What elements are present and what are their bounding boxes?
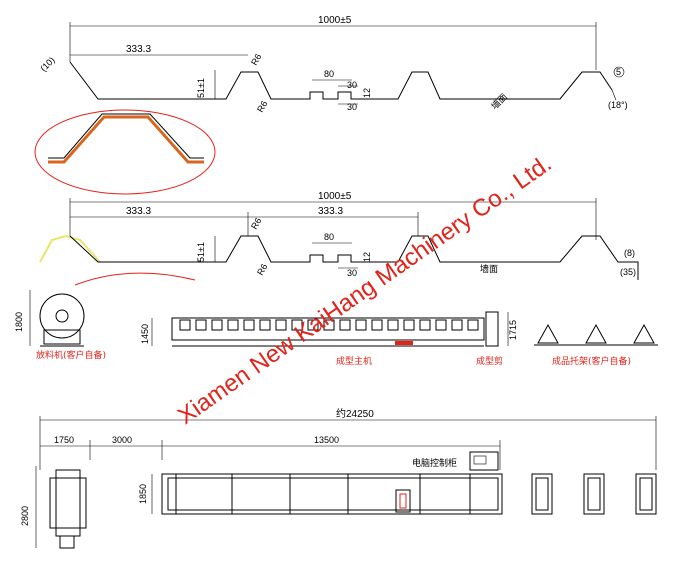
decoiler-height-label: 1800 (14, 312, 24, 332)
profile-bottom: 1000±5 333.3 333.3 51±1 R6 R6 80 12 30 (… (39, 191, 639, 286)
rib-height-label-bottom: 12 (362, 252, 372, 262)
radius-top-label-bottom: R6 (249, 216, 263, 231)
overall-width-label-bottom: 1000±5 (318, 191, 352, 202)
decoiler-reel (39, 293, 85, 339)
decoiler-width-label: 2800 (20, 506, 30, 526)
overall-width-label: 1000±5 (318, 15, 352, 26)
left-edge-label: (10) (38, 55, 56, 73)
segment-1-label: 1750 (54, 435, 74, 445)
profile-top: 1000±5 333.3 51±1 R6 R6 (10) 80 30 12 30… (38, 15, 627, 114)
crest-width-label: 80 (324, 69, 334, 79)
rib-height-label: 12 (362, 88, 372, 98)
cutter-height-label: 1715 (508, 320, 518, 340)
pitch-label: 333.3 (126, 44, 151, 55)
cutter (485, 311, 499, 347)
control-cabinet (469, 451, 499, 471)
pitch-label-2: 333.3 (318, 206, 343, 217)
edge-circle-label: 5 (616, 67, 621, 77)
plan-view: 约24250 1750 3000 13500 2800 1850 电脑控制柜 (20, 407, 657, 549)
profile-detail-ellipse (34, 109, 216, 195)
wall-label-top: 墙面 (489, 91, 510, 112)
stand-label: 成品托架(客户自备) (552, 355, 631, 367)
profile-line-bottom (69, 235, 639, 280)
edge-label-1: (8) (624, 248, 635, 258)
segment-2-label: 3000 (112, 435, 132, 445)
rib-dim-bottom-label: 30 (347, 102, 357, 112)
machine-plan (161, 473, 503, 515)
cutter-label: 成型剪 (476, 355, 503, 367)
rib-dim-top-label: 30 (347, 80, 357, 90)
control-cabinet-label: 电脑控制柜 (412, 457, 457, 468)
profile-line (69, 61, 613, 100)
motor (395, 341, 413, 345)
edge-label-2: (35) (620, 267, 636, 277)
watermark: Xiamen New KaiHang Machinery Co., Ltd. (173, 150, 557, 430)
stand-plan-2 (583, 473, 605, 515)
forming-machine-body (171, 317, 485, 341)
edge-detail-circle (613, 66, 625, 78)
stand-plan-1 (531, 473, 553, 515)
side-view: 1800 放料机(客户自备) 1450 成型主机 1715 成型剪 (14, 290, 658, 367)
height-label-bottom: 51±1 (196, 242, 206, 262)
height-label: 51±1 (196, 78, 206, 98)
highlight-rib (39, 234, 101, 263)
rib-dim-label-bottom: 30 (347, 268, 357, 278)
decoiler-plan (55, 469, 81, 537)
radius-top-label: R6 (249, 52, 263, 67)
segment-3-label: 13500 (314, 435, 339, 445)
edge-angle-label: (18°) (608, 100, 628, 110)
main-machine-label: 成型主机 (336, 355, 372, 367)
stand-plan-3 (635, 473, 657, 515)
radius-bottom-label: R6 (255, 99, 269, 114)
stand-1 (537, 323, 559, 344)
decoiler-label: 放料机(客户自备) (36, 349, 106, 361)
forming-rollers (179, 319, 479, 331)
coil-profile-detail (48, 115, 204, 164)
machine-width-label: 1850 (138, 484, 148, 504)
wall-label-bottom: 墙面 (480, 263, 498, 274)
radius-bottom-label-bottom: R6 (255, 262, 269, 277)
total-length-label: 约24250 (336, 407, 374, 420)
pitch-label-1: 333.3 (126, 206, 151, 217)
machine-height-label: 1450 (140, 324, 150, 344)
crest-width-label-bottom: 80 (324, 232, 334, 242)
stand-3 (633, 323, 655, 344)
stand-2 (585, 323, 607, 344)
